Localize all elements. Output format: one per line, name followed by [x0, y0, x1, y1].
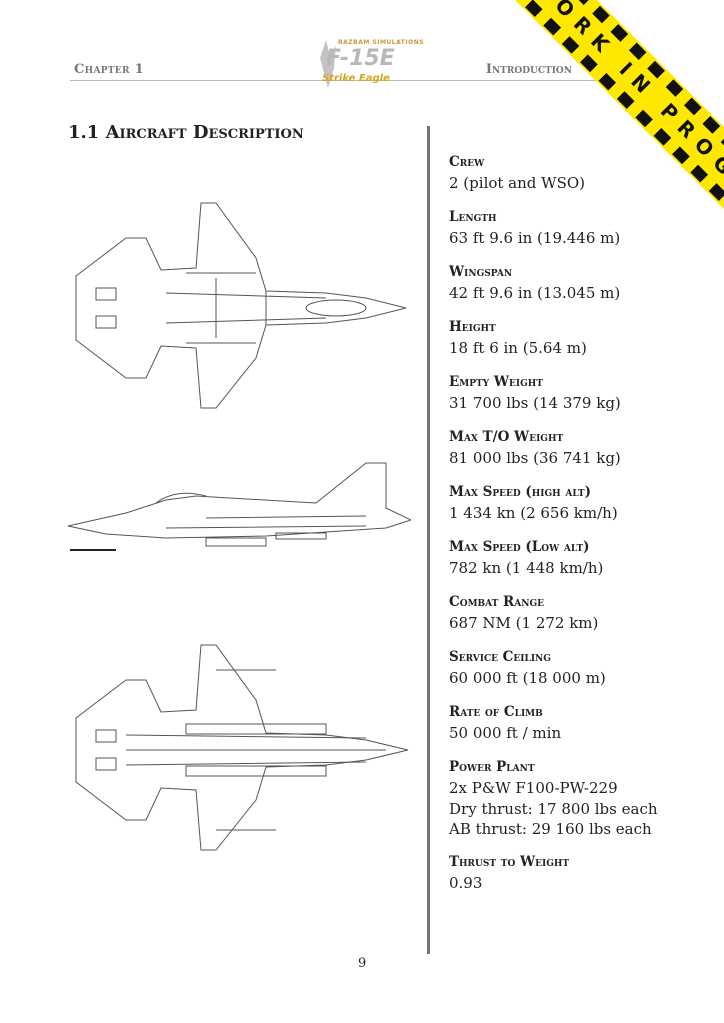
spec-empty-weight: Empty Weight 31 700 lbs (14 379 kg)	[449, 372, 709, 414]
header-rule	[70, 80, 662, 81]
spec-ab-thrust: AB thrust: 29 160 lbs each	[449, 820, 652, 838]
aircraft-side-view	[67, 462, 411, 551]
spec-label: Crew	[449, 154, 485, 170]
spec-value: 31 700 lbs (14 379 kg)	[449, 394, 621, 412]
spec-value: 687 NM (1 272 km)	[449, 614, 599, 632]
aircraft-bottom-view	[75, 644, 409, 851]
spec-label: Length	[449, 209, 497, 225]
spec-rate-of-climb: Rate of Climb 50 000 ft / min	[449, 702, 709, 744]
spec-label: Wingspan	[449, 264, 513, 280]
spec-wingspan: Wingspan 42 ft 9.6 in (13.045 m)	[449, 262, 709, 304]
logo-line1: RAZBAM SIMULATIONS	[338, 39, 425, 46]
spec-combat-range: Combat Range 687 NM (1 272 km)	[449, 592, 709, 634]
spec-thrust-to-weight: Thrust to Weight 0.93	[449, 852, 709, 894]
chapter-header: Chapter 1	[74, 62, 144, 77]
spec-value: 81 000 lbs (36 741 kg)	[449, 449, 621, 467]
spec-value: 42 ft 9.6 in (13.045 m)	[449, 284, 621, 302]
spec-label: Rate of Climb	[449, 704, 543, 720]
spec-label: Max T/O Weight	[449, 429, 564, 445]
spec-value: 18 ft 6 in (5.64 m)	[449, 339, 587, 357]
spec-label: Max Speed (Low alt)	[449, 539, 590, 555]
page-title: 1.1 Aircraft Description	[68, 122, 304, 143]
section-header: Introduction	[485, 62, 572, 77]
spec-label: Max Speed (high alt)	[449, 484, 592, 500]
spec-value: 2x P&W F100-PW-229	[449, 779, 618, 797]
logo-line2: F-15E	[326, 46, 395, 71]
f15e-logo: RAZBAM SIMULATIONS F-15E Strike Eagle	[312, 38, 424, 88]
spec-value: 782 kn (1 448 km/h)	[449, 559, 604, 577]
spec-height: Height 18 ft 6 in (5.64 m)	[449, 317, 709, 359]
spec-value: 2 (pilot and WSO)	[449, 174, 586, 192]
eagle-icon	[320, 40, 336, 88]
spec-value: 60 000 ft (18 000 m)	[449, 669, 606, 687]
spec-dry-thrust: Dry thrust: 17 800 lbs each	[449, 800, 658, 818]
spec-label: Power Plant	[449, 759, 535, 775]
spec-max-speed-high: Max Speed (high alt) 1 434 kn (2 656 km/h…	[449, 482, 709, 524]
spec-label: Combat Range	[449, 594, 545, 610]
spec-max-speed-low: Max Speed (Low alt) 782 kn (1 448 km/h)	[449, 537, 709, 579]
spec-service-ceiling: Service Ceiling 60 000 ft (18 000 m)	[449, 647, 709, 689]
spec-value: 50 000 ft / min	[449, 724, 562, 742]
spec-label: Height	[449, 319, 496, 335]
spec-label: Thrust to Weight	[449, 854, 570, 870]
spec-value: 0.93	[449, 874, 483, 892]
spec-value: 63 ft 9.6 in (19.446 m)	[449, 229, 621, 247]
spec-max-to-weight: Max T/O Weight 81 000 lbs (36 741 kg)	[449, 427, 709, 469]
spec-length: Length 63 ft 9.6 in (19.446 m)	[449, 207, 709, 249]
logo-line3: Strike Eagle	[322, 73, 390, 84]
spec-crew: Crew 2 (pilot and WSO)	[449, 152, 709, 194]
spec-value: 1 434 kn (2 656 km/h)	[449, 504, 618, 522]
spec-label: Empty Weight	[449, 374, 543, 390]
page-number: 9	[358, 956, 367, 971]
spec-label: Service Ceiling	[449, 649, 551, 665]
column-divider	[427, 126, 430, 954]
aircraft-top-view	[75, 202, 407, 409]
specs-list: Crew 2 (pilot and WSO) Length 63 ft 9.6 in…	[449, 152, 709, 907]
